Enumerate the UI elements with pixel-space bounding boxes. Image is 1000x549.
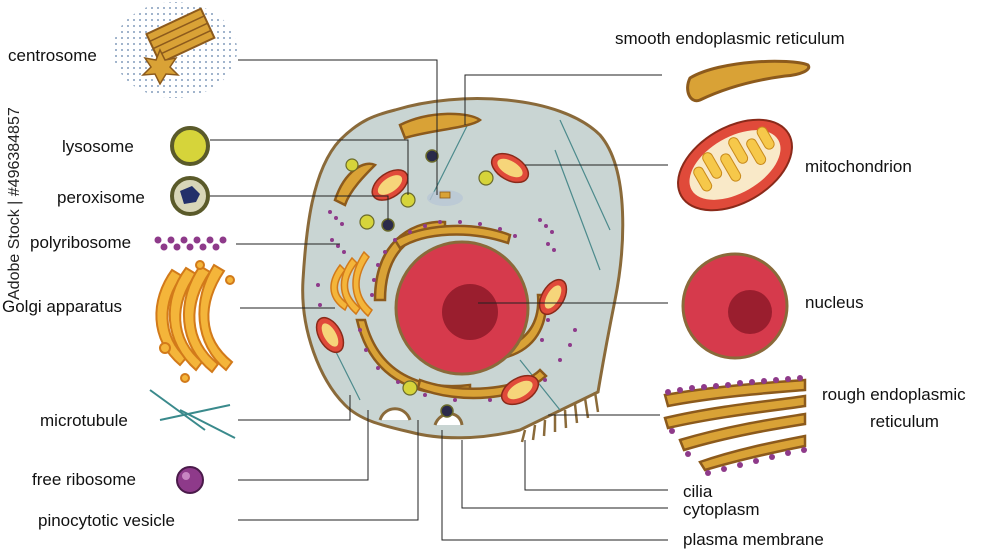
cell-cilia (520, 391, 600, 443)
label-cilia: cilia (683, 482, 713, 501)
rough-er-illustration (663, 375, 807, 476)
label-centrosome: centrosome (8, 46, 97, 65)
peroxisome-illustration (170, 176, 210, 216)
label-polyribosome: polyribosome (30, 233, 132, 252)
cell-nucleolus (442, 284, 498, 340)
leader-lines (210, 59, 668, 541)
smooth-er-illustration (686, 59, 811, 103)
label-cytoplasm: cytoplasm (683, 500, 760, 519)
cell-golgi (330, 250, 373, 318)
label-rough-er-line1: rough endoplasmic (822, 385, 966, 404)
cell-free-ribosomes (316, 210, 577, 362)
peroxisome-leader (210, 195, 389, 220)
label-smooth-er: smooth endoplasmic reticulum (615, 29, 845, 48)
stock-watermark: Adobe Stock | #496384857 (6, 107, 23, 300)
cell-centrosome (427, 190, 463, 206)
microtubule-illustration (149, 389, 236, 439)
er-ribosomes (358, 220, 552, 402)
animal-cell (301, 97, 625, 443)
label-mitochondrion: mitochondrion (805, 157, 912, 176)
centrosome-leader (238, 59, 438, 195)
lysosome-illustration (170, 126, 210, 166)
smooth-er-leader (464, 74, 662, 125)
cell-smooth-er (398, 112, 483, 140)
polyribosome-illustration (154, 236, 227, 251)
microtubule-leader (238, 395, 351, 421)
label-plasma-membrane: plasma membrane (683, 530, 824, 549)
label-peroxisome: peroxisome (57, 188, 145, 207)
centrosome-illustration (113, 2, 237, 98)
label-nucleus: nucleus (805, 293, 864, 312)
cilia-leader (524, 440, 668, 491)
free-ribosome-illustration (176, 466, 204, 494)
mitochondrion-illustration (677, 118, 793, 212)
pinocytotic-vesicle-leader (238, 420, 419, 521)
label-lysosome: lysosome (62, 137, 134, 156)
label-pinocytotic-vesicle: pinocytotic vesicle (38, 511, 176, 530)
vesicle-pocket (378, 407, 412, 421)
label-golgi-apparatus: Golgi apparatus (2, 297, 123, 316)
label-rough-er-line2: reticulum (870, 412, 939, 431)
cytoplasm-leader (461, 440, 668, 509)
golgi-illustration (155, 260, 235, 383)
nucleus-illustration (681, 252, 789, 360)
plasma-membrane-leader (441, 430, 668, 541)
lysosome-leader (210, 139, 409, 195)
cell-peroxisomes (381, 149, 454, 418)
cell-lysosomes (345, 158, 494, 396)
label-free-ribosome: free ribosome (32, 470, 136, 489)
cell-mitochondria (315, 152, 568, 406)
free-ribosome-leader (238, 410, 369, 481)
label-microtubule: microtubule (40, 411, 128, 430)
